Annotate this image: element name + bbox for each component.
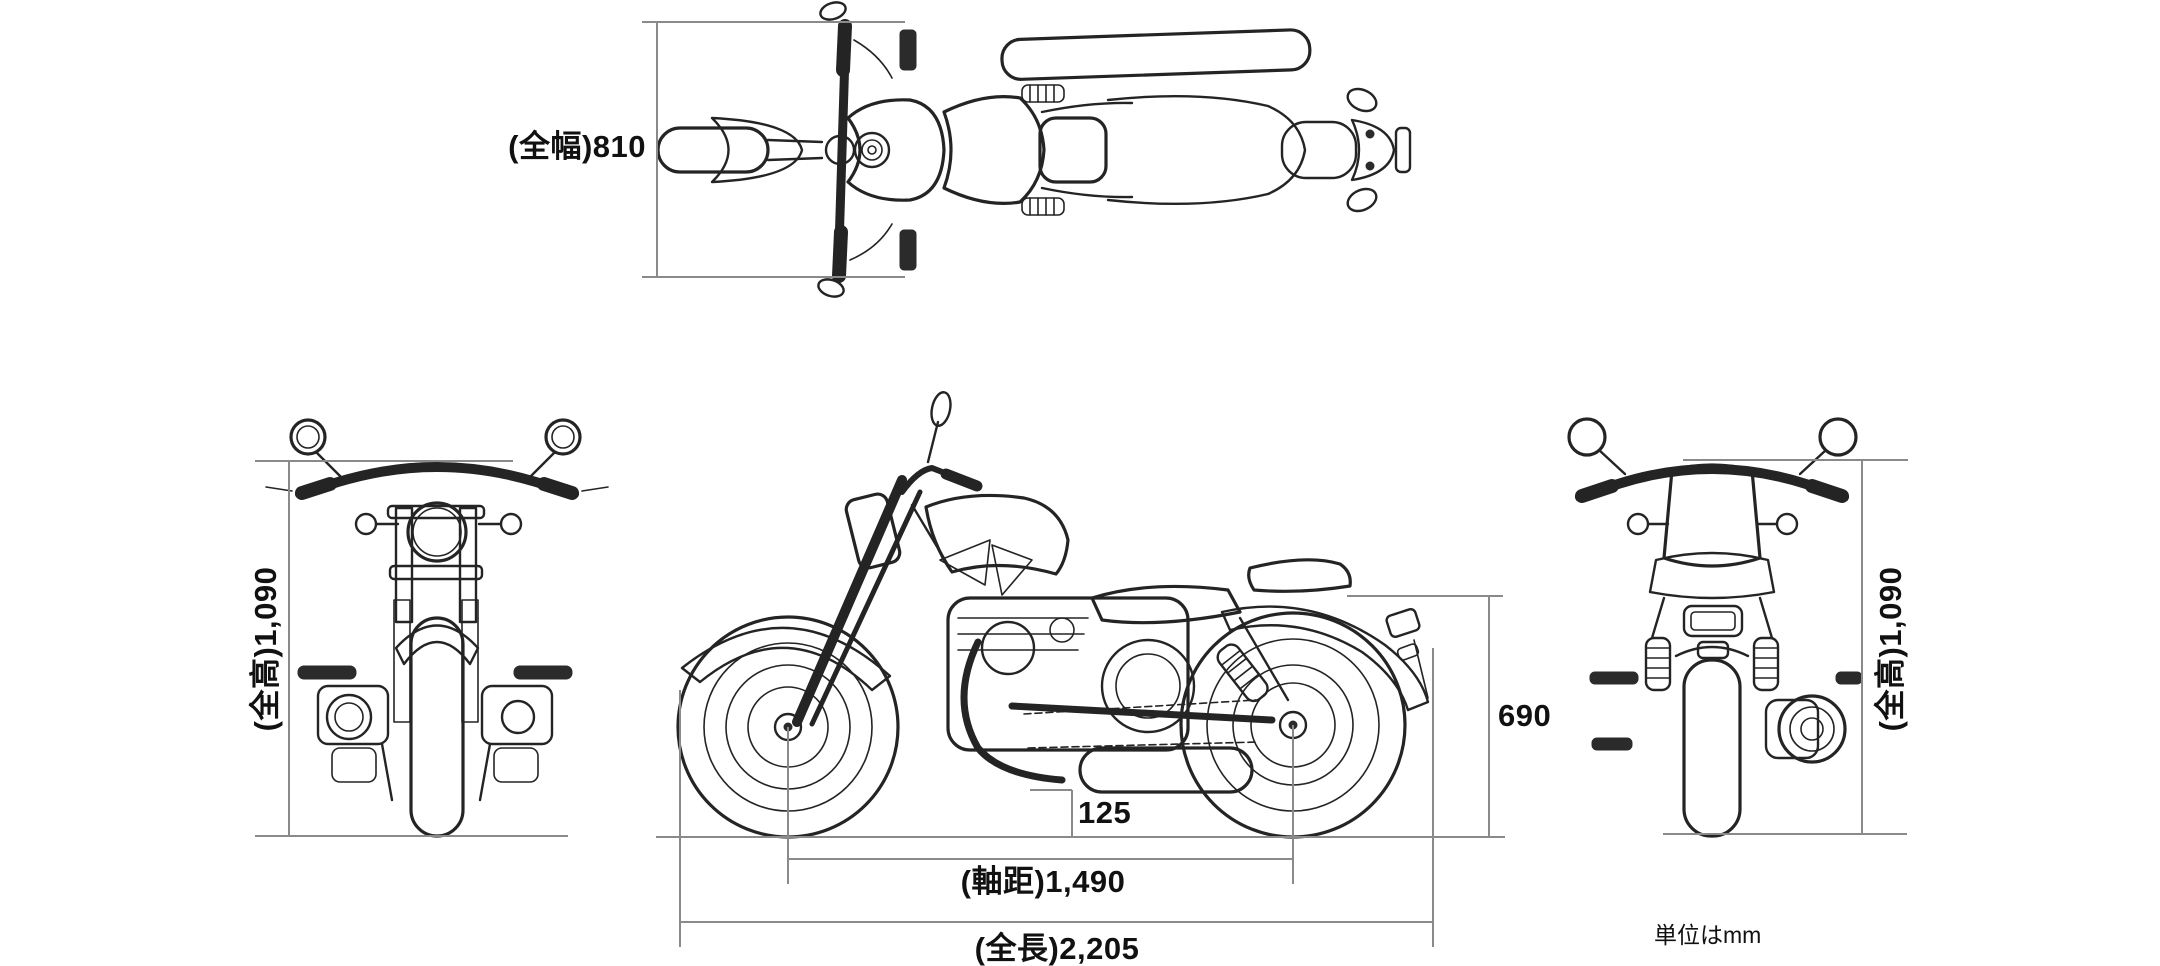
side-fork [792,475,907,727]
top-shock-left [1021,84,1065,103]
top-tail-bracket [1350,118,1396,182]
top-lever-left [853,39,893,79]
side-headlight-icon [844,492,902,570]
rear-tank [1662,463,1762,568]
top-turnsignal-right-icon [1346,187,1378,213]
top-taillight-icon [1394,126,1412,174]
side-handlebar [899,465,981,495]
front-mirror-left-icon [289,418,327,456]
rear-shock-right [1752,636,1780,692]
rear-handlebar [1575,464,1849,502]
front-headlight-icon [406,501,468,563]
top-grip-left [836,19,852,77]
top-shock-right [1021,197,1065,216]
side-view [676,391,1430,839]
rear-shock-left [1644,636,1672,692]
front-handlebar [295,462,579,499]
rear-taillight-icon [1696,640,1730,660]
ground-clearance-label: 125 [1078,795,1131,830]
front-engine-left [316,684,390,746]
top-view [656,1,1412,298]
side-exhaust-pipe [960,638,1066,784]
rear-mirror-left-icon [1567,417,1607,457]
top-mirror-left-icon [819,1,847,21]
side-pillion-pad [1247,558,1352,593]
top-seat [942,95,1046,205]
side-engine [946,596,1196,752]
top-lever-right [849,223,893,261]
top-rear-tire [1280,120,1358,180]
unit-note: 単位はmm [1654,922,1761,948]
front-view [265,418,609,838]
top-fuel-tank [846,98,946,202]
top-turnsignal-left-icon [1346,87,1378,113]
overall-height-label-front: (全高)1,090 [248,567,283,732]
side-mirror-icon [930,391,952,427]
side-taillight-icon [1385,608,1421,638]
wheelbase-label: (軸距)1,490 [961,864,1126,899]
front-turnsignal-right-icon [499,512,523,536]
rear-fender [1674,645,1750,658]
top-grip-right [832,225,848,283]
rear-tire [1682,658,1742,838]
side-muffler [1078,746,1254,794]
seat-height-label: 690 [1498,698,1551,733]
front-turnsignal-left-icon [354,512,378,536]
rear-muffler [1764,694,1847,764]
overall-width-label: (全幅)810 [508,129,646,164]
top-fuel-cap-icon [853,131,891,169]
top-front-tire [656,126,770,174]
top-footpeg-right [899,229,917,271]
rear-view [1567,417,1863,838]
top-rear-fender [1106,94,1307,206]
rear-seat [1648,551,1776,600]
front-tire [409,616,465,838]
rear-footpeg-right [1835,671,1863,685]
rear-license-plate [1682,604,1744,638]
overall-height-label-rear: (全高)1,090 [1873,567,1908,732]
side-rear-fender [1220,605,1430,712]
dimension-lines [255,21,1908,947]
front-engine-right [480,684,554,746]
front-mirror-right-icon [544,418,582,456]
overall-length-label: (全長)2,205 [975,931,1140,966]
top-mirror-right-icon [817,278,845,298]
front-footpeg-right [513,665,573,680]
rear-mirror-right-icon [1818,417,1858,457]
top-pillion-pad [1038,116,1108,184]
dimension-labels: (全幅)810 (全高)1,090 (全高)1,090 690 125 (軸距)… [248,129,1908,966]
rear-turnsignal-right-icon [1775,512,1799,536]
top-muffler [1000,28,1312,81]
rear-turnsignal-left-icon [1626,512,1650,536]
top-front-fender [710,116,804,184]
side-front-fender [680,626,892,692]
top-footpeg-left [899,29,917,71]
front-fender [394,624,480,666]
side-seat [1090,584,1242,625]
rear-footpeg-left [1589,671,1639,685]
side-chain [1023,699,1257,715]
side-swingarm [1008,702,1276,724]
side-fuel-tank [924,493,1070,576]
front-footpeg-left [297,665,357,680]
